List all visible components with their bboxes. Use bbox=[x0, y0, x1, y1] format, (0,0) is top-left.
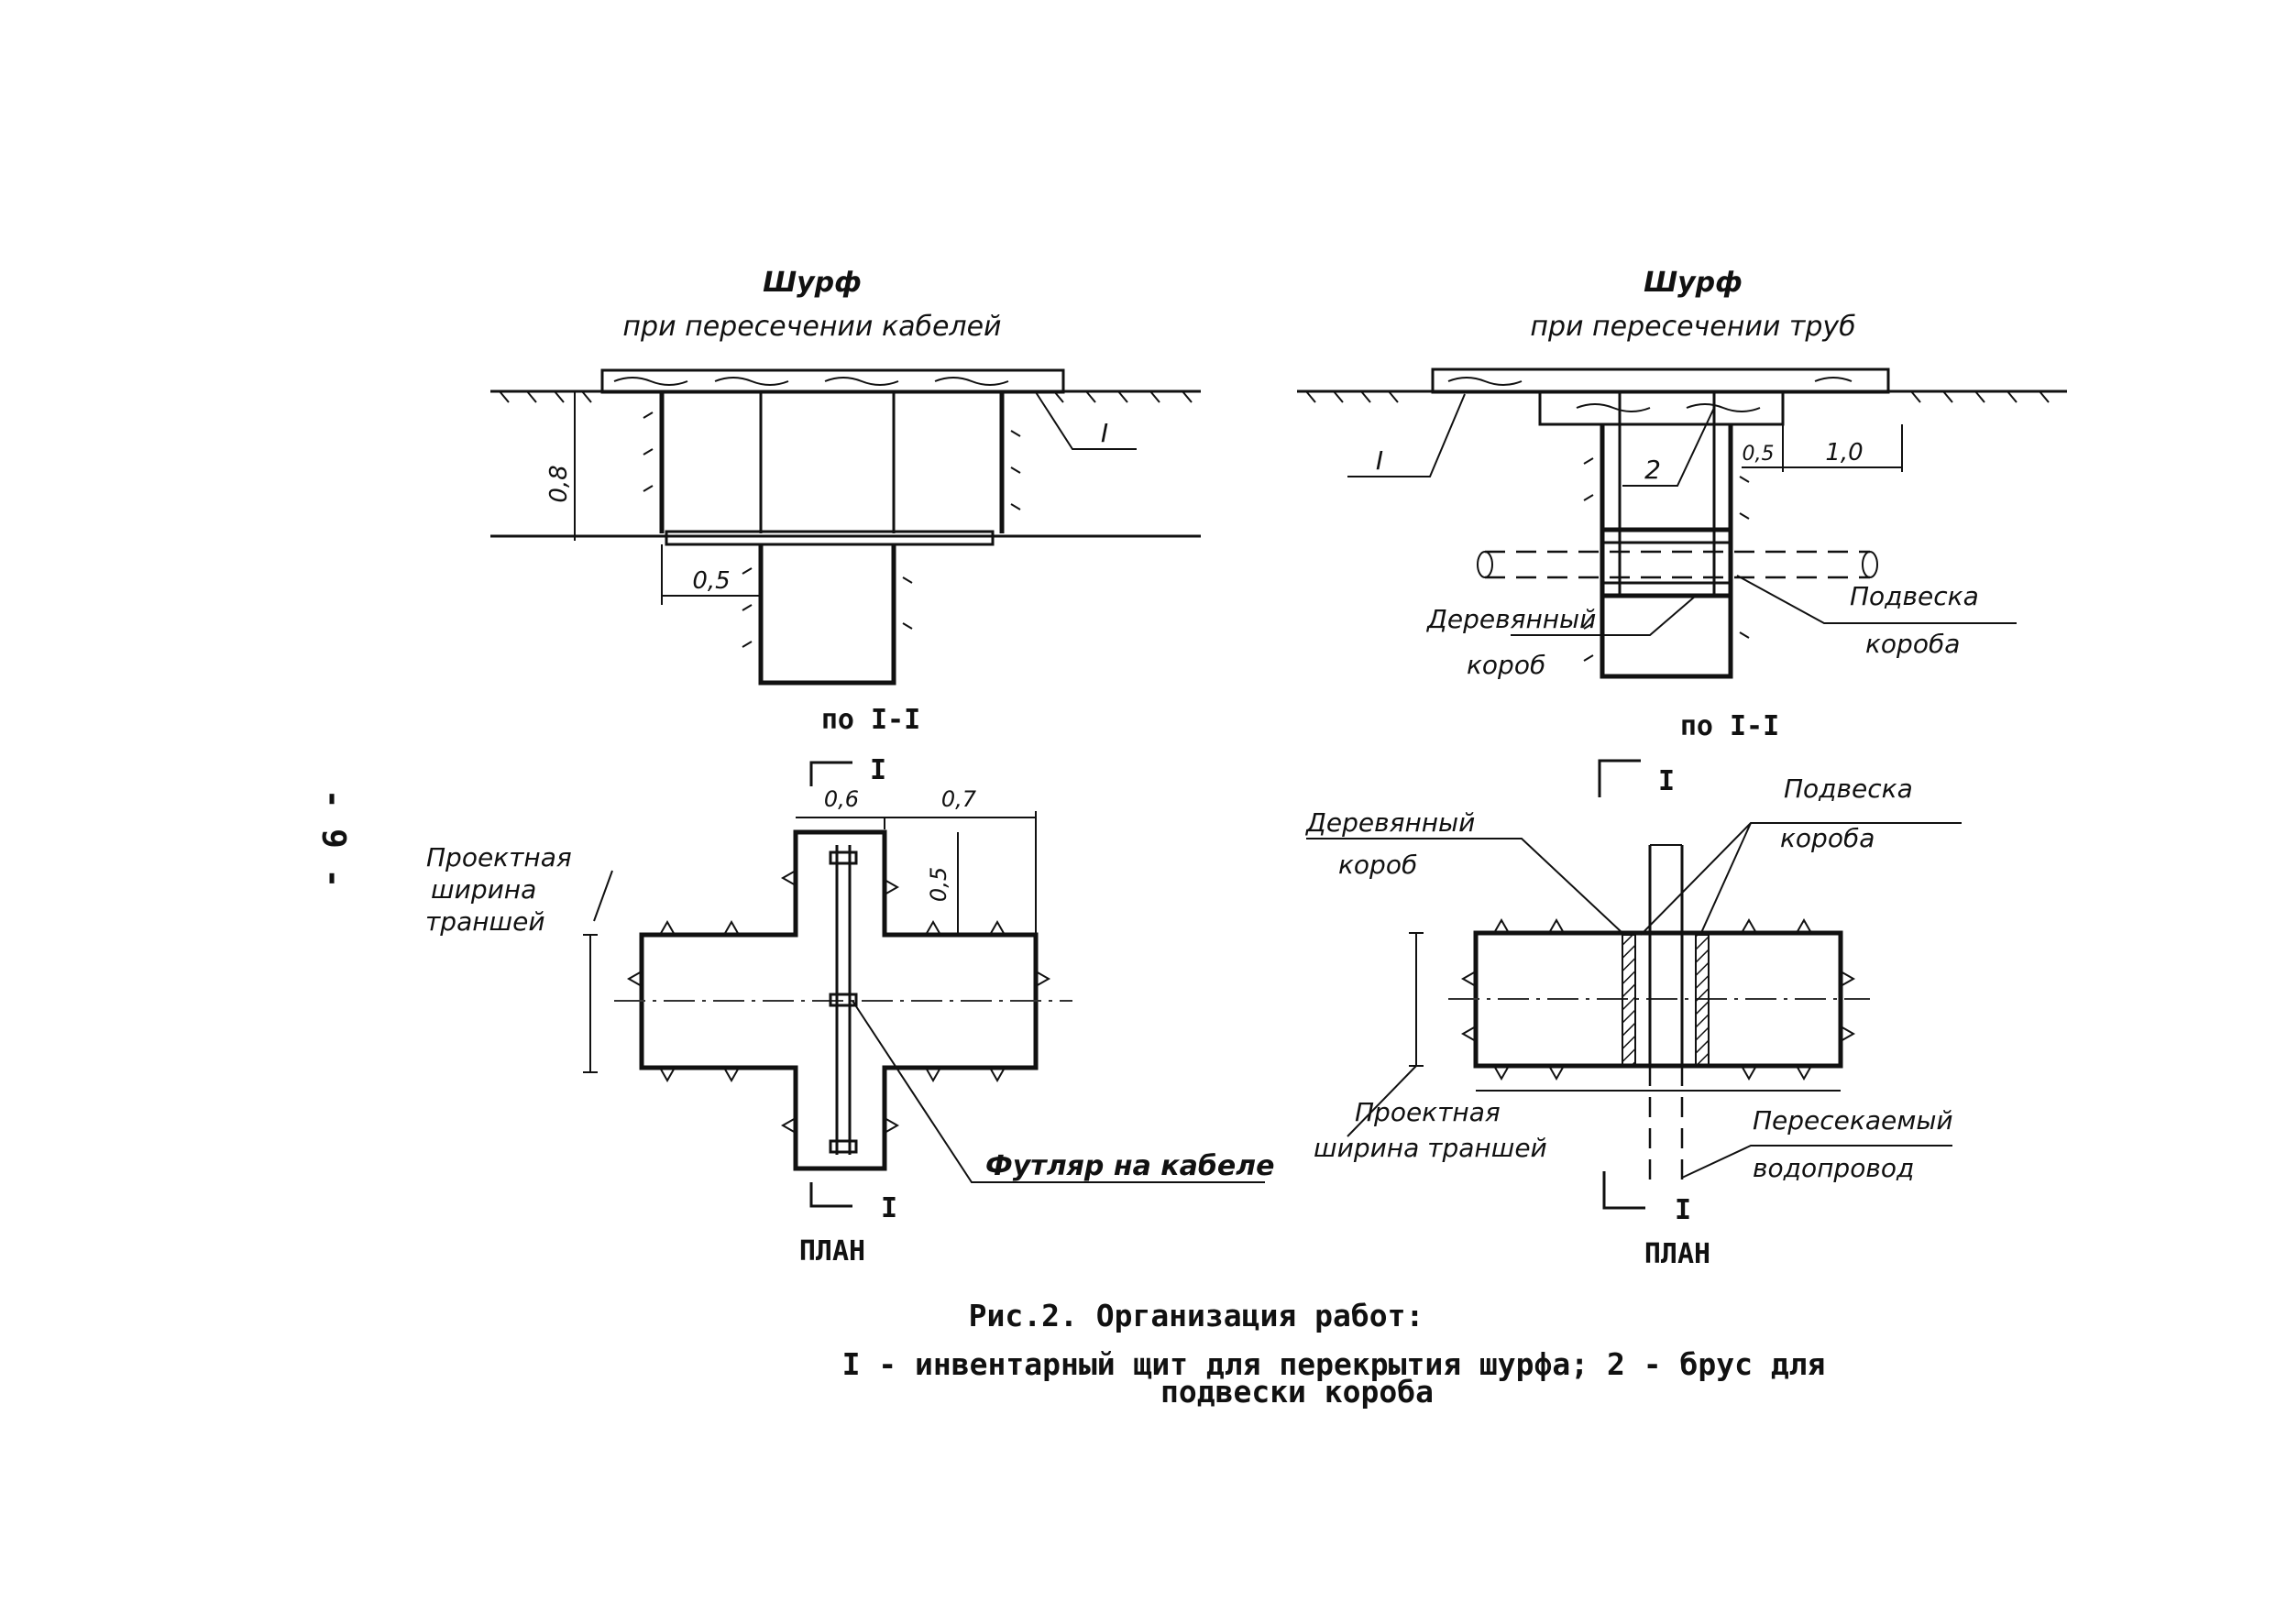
right-plan-trench-width-dim bbox=[1409, 932, 1424, 1067]
right-section-subtitle: при пересечении труб bbox=[1530, 311, 1855, 343]
trench-width-line1: Проектная bbox=[426, 842, 572, 872]
right-plan-wooden-box-line1: Деревянный bbox=[1304, 807, 1475, 838]
inventory-shield bbox=[600, 368, 1065, 394]
right-marker-1: I bbox=[1376, 445, 1383, 476]
soil-hatching-left bbox=[499, 390, 1193, 403]
left-plan-cut-top: I bbox=[870, 754, 886, 786]
caption-line1: Рис.2. Организация работ: bbox=[969, 1298, 1424, 1333]
hanger-beam bbox=[1538, 390, 1785, 426]
pit-walls bbox=[659, 392, 1005, 533]
right-plan-view: I Деревянный короб Подвеска короба Проек… bbox=[1304, 759, 1962, 1270]
right-plan-hanger-line2: короба bbox=[1780, 823, 1875, 853]
trench-width-line3: траншей bbox=[425, 906, 545, 937]
right-section-view: Шурф при пересечении труб I 2 0,5 1,0 bbox=[1297, 267, 2067, 742]
right-dim-small: 0,5 bbox=[1743, 443, 1775, 466]
crossed-pipe-section bbox=[1485, 550, 1870, 579]
left-marker-1: I bbox=[1101, 418, 1108, 448]
right-plan-wooden-box-leader bbox=[1306, 838, 1623, 934]
left-section-subtitle: при пересечении кабелей bbox=[622, 311, 1001, 343]
trench-width-line2: ширина bbox=[431, 874, 536, 905]
crossed-pipe-line2: водопровод bbox=[1753, 1153, 1914, 1183]
right-plan-trench-width-line2: ширина траншей bbox=[1314, 1133, 1547, 1163]
left-plan-dim-a: 0,6 bbox=[824, 786, 859, 812]
inventory-shield-right bbox=[1431, 368, 1890, 394]
right-wooden-box-line1: Деревянный bbox=[1425, 604, 1596, 634]
left-plan-cut-bottom: I bbox=[881, 1192, 897, 1224]
right-plan-cut-bottom: I bbox=[1675, 1194, 1691, 1226]
wooden-box-wall-right bbox=[1695, 934, 1710, 1066]
right-plan-trench-width-line1: Проектная bbox=[1355, 1097, 1501, 1127]
wooden-box-leader bbox=[1511, 595, 1697, 636]
right-marker-1-leader bbox=[1347, 393, 1466, 477]
right-plan-label: ПЛАН bbox=[1644, 1238, 1710, 1270]
figure-caption: Рис.2. Организация работ: I - инвентарны… bbox=[842, 1298, 1826, 1410]
left-section-label: по I-I bbox=[821, 704, 920, 736]
left-plan-view: I 0,6 0,7 0,5 Проектная ширина траншей Ф… bbox=[425, 754, 1274, 1267]
left-marker-leader bbox=[1035, 391, 1137, 450]
caption-line3: подвески короба bbox=[1160, 1374, 1434, 1410]
wooden-box-section bbox=[1600, 527, 1733, 598]
left-plan-pit bbox=[639, 829, 1039, 1171]
left-section-view: Шурф при пересечении кабелей 0,8 0,5 I п… bbox=[490, 267, 1201, 736]
crossed-pipe-leader bbox=[1681, 1145, 1952, 1179]
right-plan-hanger-leader bbox=[1640, 822, 1962, 936]
right-box-hanger-line1: Подвеска bbox=[1850, 581, 1979, 611]
crossed-pipe-plan bbox=[1648, 845, 1684, 933]
left-dim-step: 0,5 bbox=[692, 567, 730, 595]
cable-sleeve bbox=[835, 845, 852, 1155]
right-box-hanger-line2: короба bbox=[1865, 629, 1960, 659]
pit-dividers bbox=[759, 392, 896, 533]
cable-sleeve-leader bbox=[852, 1000, 1265, 1183]
caption-line2: I - инвентарный щит для перекрытия шурфа… bbox=[842, 1346, 1826, 1382]
right-dim-width: 1,0 bbox=[1825, 439, 1863, 466]
box-hanger-leader bbox=[1736, 575, 2017, 624]
right-section-title: Шурф bbox=[1644, 267, 1743, 299]
right-plan-hanger-line1: Подвеска bbox=[1784, 774, 1913, 804]
wooden-box-wall-left bbox=[1622, 934, 1636, 1066]
lower-pit bbox=[758, 544, 896, 686]
left-section-title: Шурф bbox=[763, 267, 862, 299]
left-dim-depth: 0,8 bbox=[545, 465, 573, 502]
right-section-label: по I-I bbox=[1680, 710, 1779, 742]
left-plan-label: ПЛАН bbox=[799, 1235, 865, 1267]
right-marker-2-leader bbox=[1622, 407, 1715, 487]
crossed-pipe-line1: Пересекаемый bbox=[1753, 1105, 1953, 1136]
right-wooden-box-line2: короб bbox=[1467, 650, 1545, 680]
right-marker-2: 2 bbox=[1644, 455, 1661, 485]
page-number: - 9 - bbox=[314, 789, 352, 888]
right-plan-wooden-box-line2: короб bbox=[1338, 850, 1417, 880]
left-plan-dim-b: 0,7 bbox=[941, 786, 977, 812]
cable-sleeve-label: Футляр на кабеле bbox=[985, 1150, 1274, 1182]
cable-sleeve-section bbox=[665, 530, 995, 546]
right-plan-cut-top: I bbox=[1658, 765, 1675, 797]
left-plan-dim-side: 0,5 bbox=[926, 867, 951, 902]
pipe-pit bbox=[1600, 424, 1733, 679]
trench-width-dim bbox=[583, 934, 598, 1073]
